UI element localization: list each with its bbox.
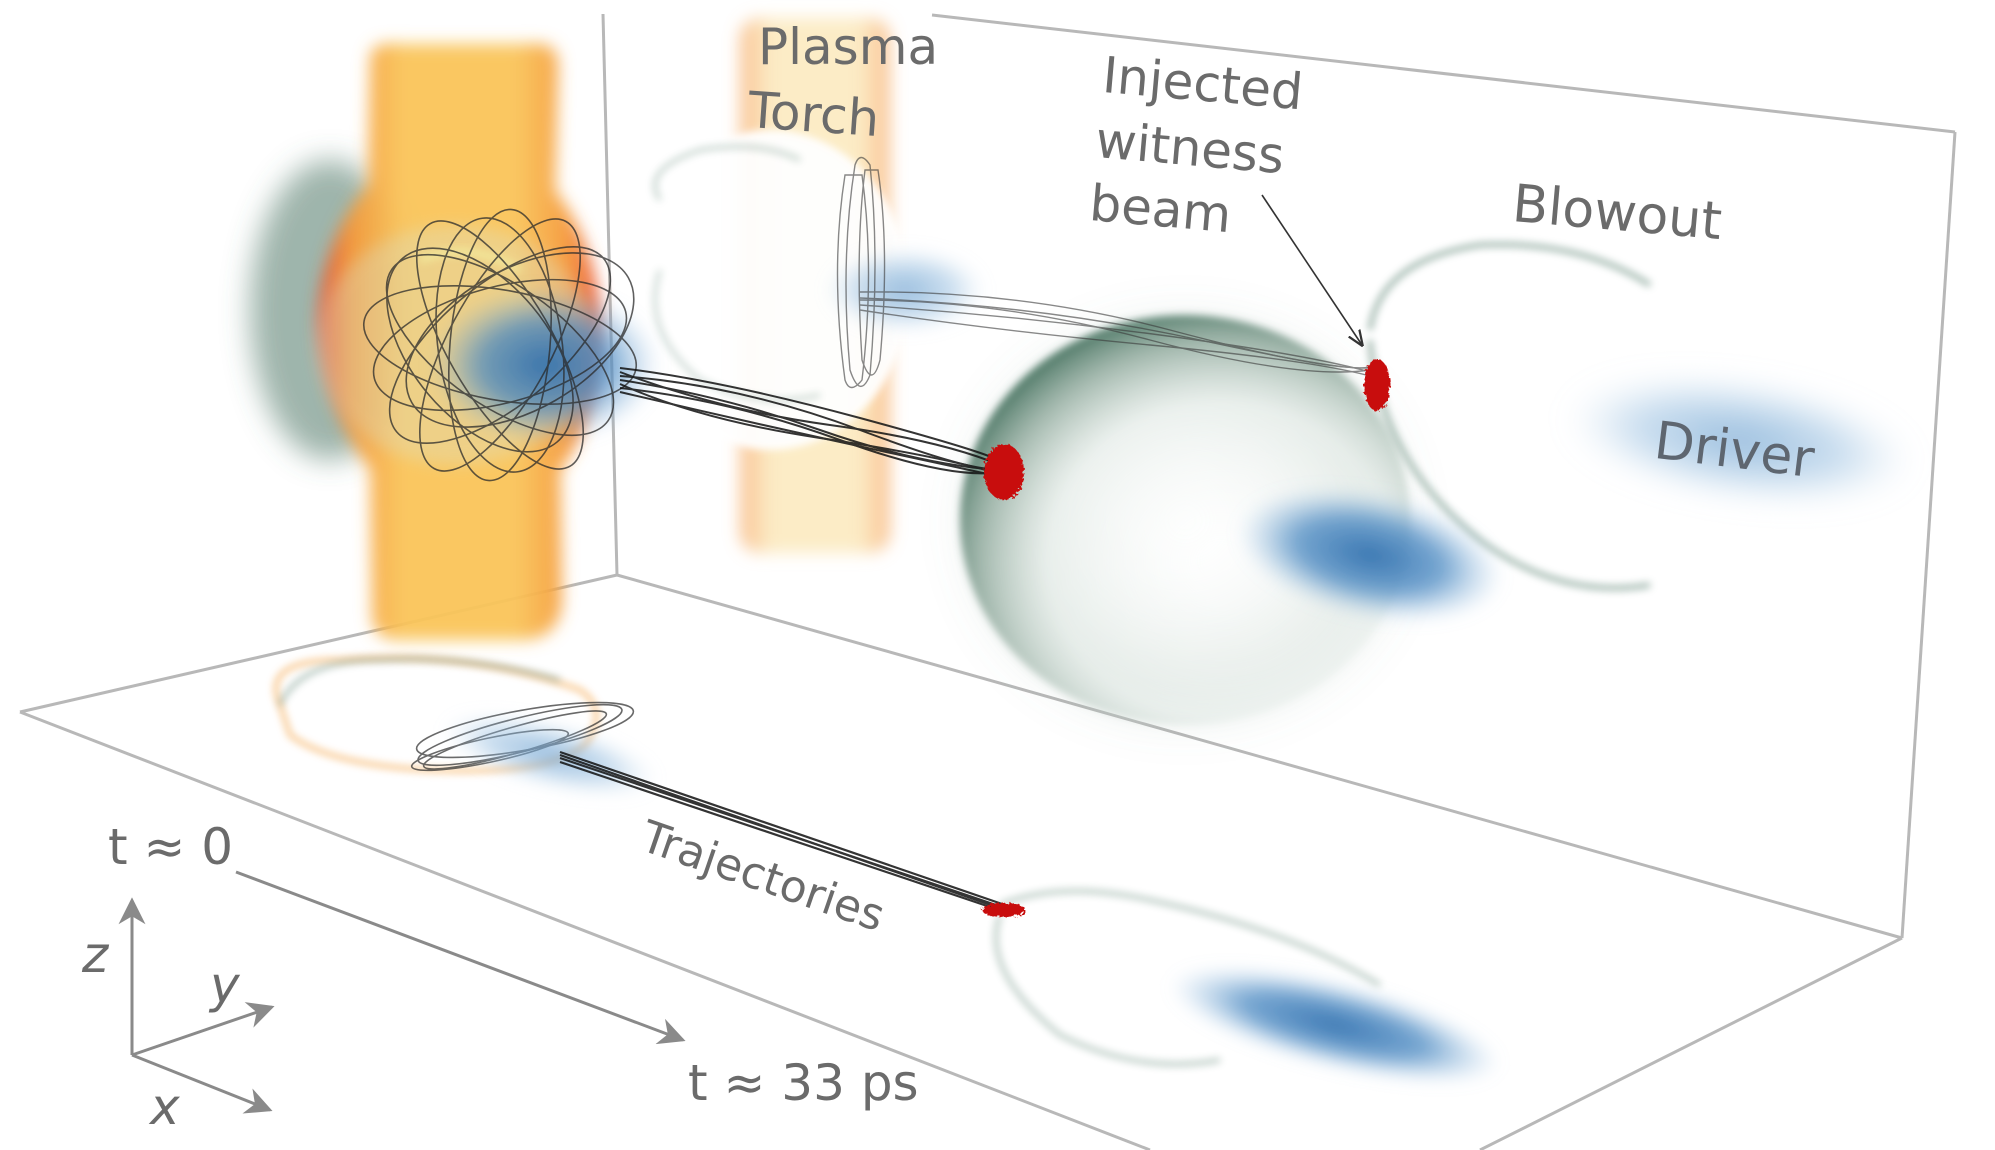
z-axis-label: z [82,926,109,984]
y-axis-arrow [131,1002,275,1057]
witness-beam-cluster-left [430,287,660,443]
x-axis-arrow [131,1053,273,1114]
blowout-bubble-sphere [950,305,1420,735]
time-start-label: t ≈ 0 [108,822,233,872]
trajectory-swirl-left [362,208,638,482]
y-axis-label: y [210,956,240,1014]
floor-bubble-outline [994,889,1382,1067]
plasma-torch-label-line2: Torch [746,81,882,149]
trajectory-back-wall [836,156,1371,389]
time-end-value: ≈ 33 ps [723,1054,919,1112]
time-start-value: ≈ 0 [143,818,234,876]
plasma-torch-label-line1: Plasma [758,18,939,76]
time-end-symbol: t [688,1054,708,1112]
floor-beam-blue [442,714,1501,1083]
driver-beam-back [1566,375,1914,505]
coordinate-triad [118,897,275,1114]
injected-label-line2: witness [1093,111,1287,186]
witness-beam-red [982,359,1390,917]
time-arrow [235,870,686,1045]
floor-torch-projection [273,655,599,774]
injected-beam-pointer [1261,194,1362,345]
back-wall-frame [601,13,1957,940]
injected-label-line3: beam [1087,174,1234,245]
x-axis-label: x [150,1078,180,1136]
floor-trajectory-line [559,750,1006,914]
time-start-symbol: t [108,818,128,876]
driver-beam-3d [1237,488,1503,622]
time-end-label: t ≈ 33 ps [688,1058,919,1108]
